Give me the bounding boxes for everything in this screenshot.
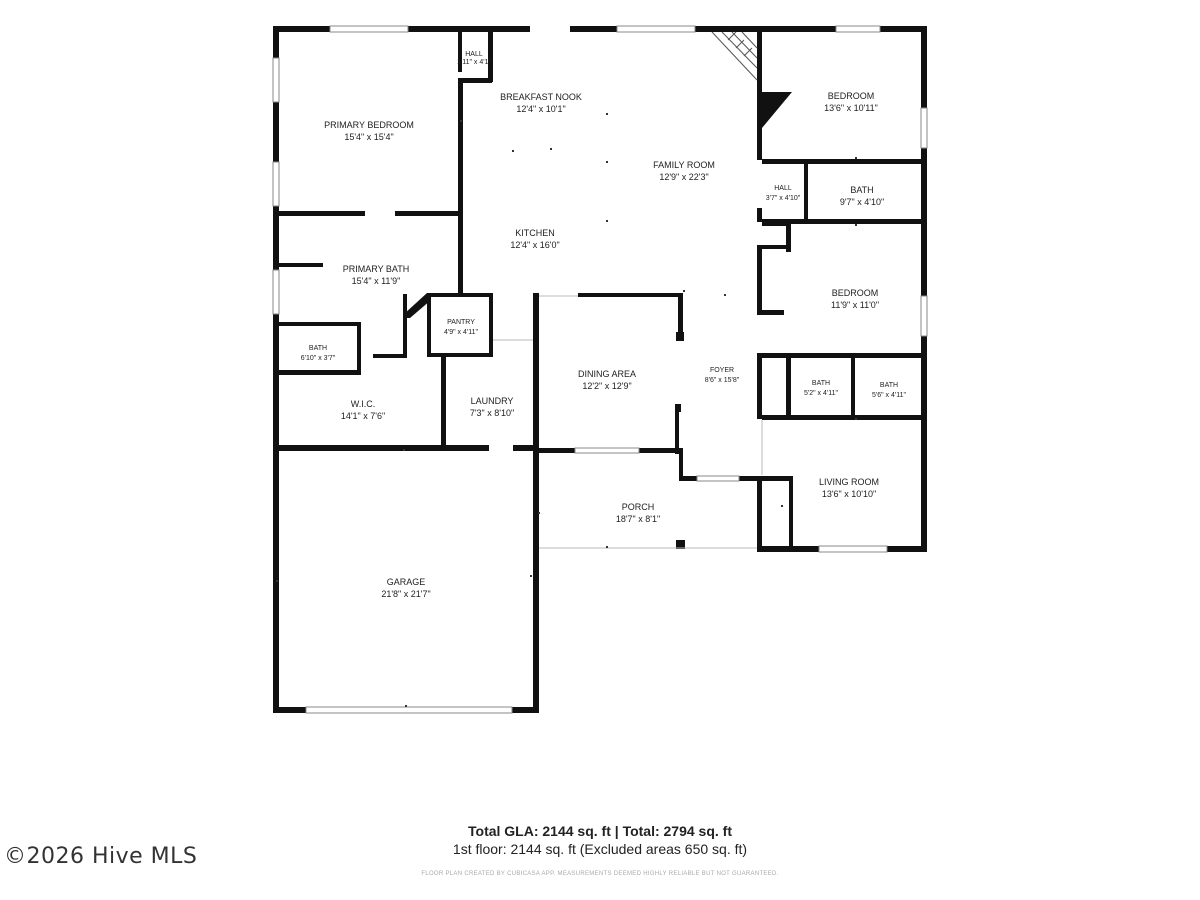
- dims-living-room: 13'6" x 10'10": [822, 489, 876, 499]
- label-bath-left: BATH: [309, 345, 327, 352]
- stairs: [711, 31, 758, 81]
- area-summary: Total GLA: 2144 sq. ft | Total: 2794 sq.…: [300, 823, 900, 857]
- label-kitchen: KITCHEN: [515, 228, 555, 238]
- dims-hall-top: 1'11" x 4'1": [457, 59, 491, 66]
- dims-porch: 18'7" x 8'1": [616, 514, 660, 524]
- label-hall-right: HALL: [774, 185, 792, 192]
- label-porch: PORCH: [622, 502, 655, 512]
- label-wic: W.I.C.: [351, 399, 376, 409]
- door-openings: [365, 26, 762, 451]
- total-gla-text: Total GLA: 2144 sq. ft | Total: 2794 sq.…: [468, 823, 732, 839]
- dims-bath-right-top: 9'7" x 4'10": [840, 197, 884, 207]
- dims-laundry: 7'3" x 8'10": [470, 408, 514, 418]
- dims-pantry: 4'9" x 4'11": [444, 329, 478, 336]
- label-foyer: FOYER: [710, 367, 734, 374]
- mls-watermark: ©2026 Hive MLS: [4, 844, 198, 869]
- dims-bedroom-2: 11'9" x 11'0": [831, 300, 879, 310]
- dims-breakfast-nook: 12'4" x 10'1": [516, 104, 565, 114]
- dims-family-room: 12'9" x 22'3": [659, 172, 708, 182]
- room-labels: PRIMARY BEDROOM 15'4" x 15'4" HALL 1'11"…: [301, 51, 907, 599]
- dims-hall-right: 3'7" x 4'10": [766, 195, 801, 202]
- windows: [272, 25, 928, 714]
- dims-dining-area: 12'2" x 12'9": [582, 381, 631, 391]
- dims-foyer: 8'6" x 15'8": [705, 377, 740, 384]
- dims-bedroom-1: 13'6" x 10'11": [824, 103, 878, 113]
- label-bath-mid-a: BATH: [812, 380, 830, 387]
- label-garage: GARAGE: [387, 577, 426, 587]
- dims-bath-mid-a: 5'2" x 4'11": [804, 390, 838, 397]
- label-breakfast-nook: BREAKFAST NOOK: [500, 92, 582, 102]
- dims-kitchen: 12'4" x 16'0": [510, 240, 559, 250]
- dimension-ticks: [276, 113, 857, 707]
- dims-primary-bedroom: 15'4" x 15'4": [344, 132, 393, 142]
- floor-area-text: 1st floor: 2144 sq. ft (Excluded areas 6…: [452, 841, 748, 857]
- thin-lines: [493, 295, 763, 549]
- dims-garage: 21'8" x 21'7": [381, 589, 430, 599]
- label-primary-bath: PRIMARY BATH: [343, 264, 410, 274]
- label-hall-top: HALL: [465, 51, 483, 58]
- label-pantry: PANTRY: [447, 319, 475, 326]
- label-dining-area: DINING AREA: [578, 369, 636, 379]
- label-bath-mid-b: BATH: [880, 382, 898, 389]
- dims-wic: 14'1" x 7'6": [341, 411, 385, 421]
- label-laundry: LAUNDRY: [471, 396, 514, 406]
- label-bath-right-top: BATH: [850, 185, 873, 195]
- dims-primary-bath: 15'4" x 11'9": [352, 276, 401, 286]
- label-bedroom-2: BEDROOM: [832, 288, 879, 298]
- label-family-room: FAMILY ROOM: [653, 160, 715, 170]
- label-primary-bedroom: PRIMARY BEDROOM: [324, 120, 414, 130]
- dims-bath-mid-b: 5'6" x 4'11": [872, 392, 906, 399]
- label-bedroom-1: BEDROOM: [828, 91, 875, 101]
- disclaimer-text: FLOOR PLAN CREATED BY CUBICASA APP. MEAS…: [421, 871, 779, 877]
- label-living-room: LIVING ROOM: [819, 477, 879, 487]
- dims-bath-left: 6'10" x 3'7": [301, 355, 336, 362]
